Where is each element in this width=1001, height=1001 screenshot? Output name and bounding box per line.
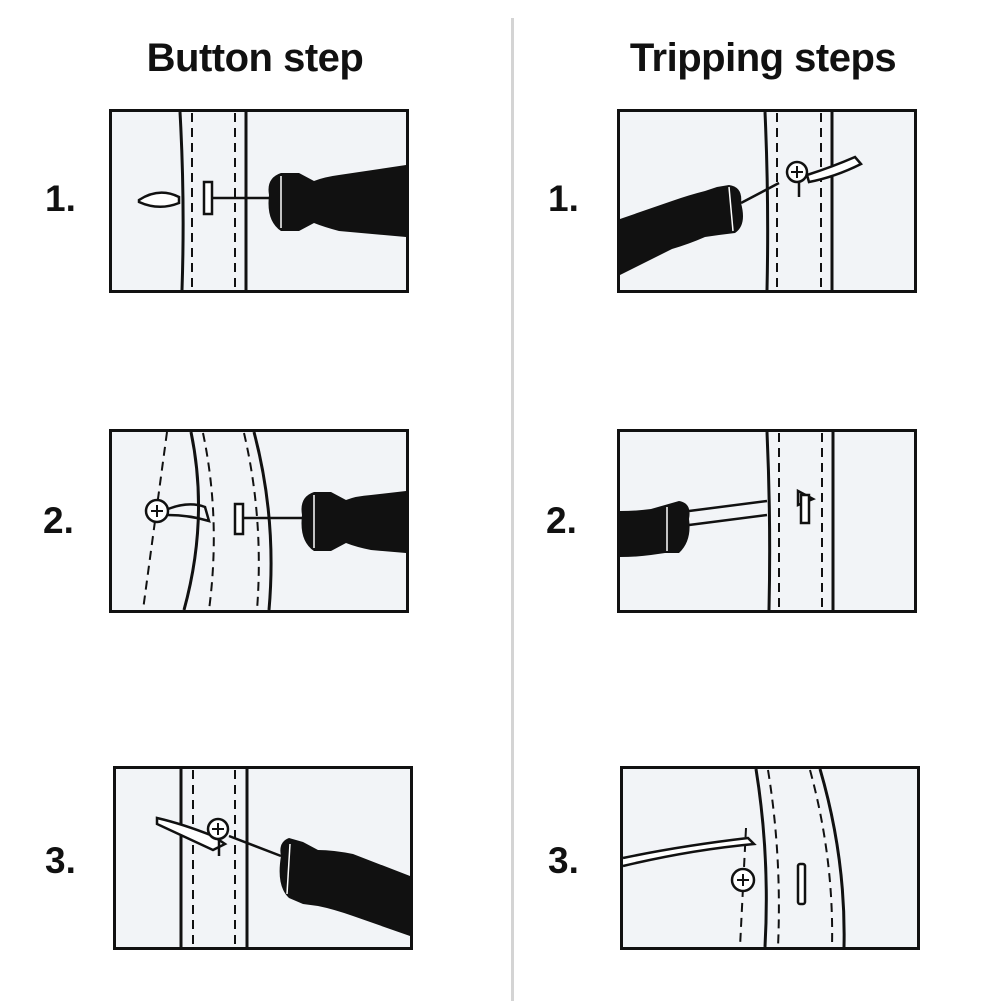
tripping-step-3-label: 3. [548,840,579,881]
tool-handle-icon [620,181,780,275]
tool-handle-icon [301,491,406,553]
button-step-1-illustration [109,109,409,293]
tool-handle-icon [620,501,690,557]
button-step-3-label: 3. [45,840,76,881]
tripping-step-1-illustration [617,109,917,293]
placket-strip [763,111,834,291]
stud-clip-icon [137,191,181,208]
button-step-2-label: 2. [43,500,74,541]
tripping-step-2-label: 2. [546,500,577,541]
button-icon [730,867,756,893]
tweezers-tip-icon [688,499,768,527]
button-stud-icon [796,488,816,525]
placket-strip [739,768,846,948]
button-stud-icon [202,180,269,216]
placket-strip [178,111,248,291]
button-icon [144,498,211,524]
tool-handle-icon [268,165,406,237]
button-icon [785,155,863,197]
button-stud-icon [796,862,807,906]
button-step-1-label: 1. [45,178,76,219]
button-step-3-illustration [113,766,413,950]
placket-strip [142,431,273,611]
heading-tripping-steps: Tripping steps [629,36,897,80]
tripping-step-3-illustration [620,766,920,950]
tripping-step-2-illustration [617,429,917,613]
tweezers-icon [622,836,757,868]
column-divider [511,18,514,1001]
heading-button-step: Button step [146,36,364,80]
button-stud-icon [233,502,302,536]
placket-strip [765,431,835,611]
tool-handle-icon [279,838,410,936]
button-step-2-illustration [109,429,409,613]
tripping-step-1-label: 1. [548,178,579,219]
placket-strip [179,769,249,947]
button-icon [206,817,282,858]
